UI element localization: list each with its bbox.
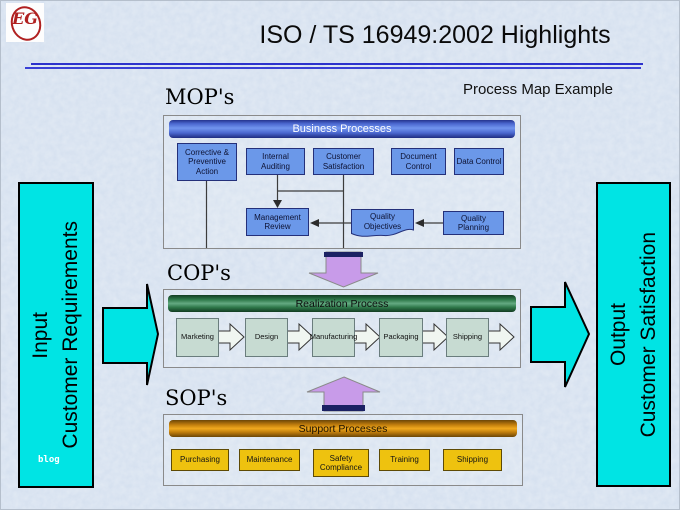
title-divider-line-2	[25, 67, 641, 69]
title-divider-line	[31, 63, 643, 65]
mop-label: MOP's	[165, 85, 235, 109]
watermark: blog	[38, 455, 60, 465]
realization-process-header: Realization Process	[168, 295, 516, 312]
document-shape-icon	[351, 209, 414, 237]
support-box-safety-compliance: Safety Compliance	[313, 449, 369, 477]
business-processes-header: Business Processes	[169, 120, 515, 138]
subtitle: Process Map Example	[462, 81, 614, 98]
output-label: Output	[606, 302, 630, 367]
sop-label: SOP's	[165, 386, 228, 410]
support-box-training: Training	[379, 449, 430, 471]
support-processes-header: Support Processes	[169, 420, 517, 437]
quality-objectives-label: Quality Objectives	[363, 212, 402, 231]
step-box-marketing: Marketing	[176, 318, 219, 357]
customer-satisfaction-label: Customer Satisfaction	[636, 231, 660, 438]
step-box-manufacturing: Manufacturing	[310, 318, 357, 357]
output-panel: Output Customer Satisfaction	[596, 182, 671, 487]
process-box-corrective-preventive-action: Corrective & Preventive Action	[177, 143, 237, 181]
support-box-shipping: Shipping	[443, 449, 502, 471]
process-box-data-control: Data Control	[454, 148, 504, 175]
step-box-design: Design	[245, 318, 288, 357]
input-label: Input	[29, 311, 52, 359]
process-box-customer-satisfaction: Customer Satisfaction	[313, 148, 374, 175]
support-box-maintenance: Maintenance	[239, 449, 300, 471]
process-box-quality-planning: Quality Planning	[443, 211, 504, 235]
cop-label: COP's	[167, 261, 231, 285]
company-logo: EG	[6, 2, 46, 45]
process-box-quality-objectives: Quality Objectives	[351, 209, 414, 239]
support-box-purchasing: Purchasing	[171, 449, 229, 471]
input-panel: Input Customer Requirements	[18, 182, 94, 488]
step-box-shipping: Shipping	[446, 318, 489, 357]
logo-monogram: EG	[12, 9, 38, 28]
customer-requirements-label: Customer Requirements	[59, 221, 82, 449]
page-title: ISO / TS 16949:2002 Highlights	[259, 21, 611, 49]
process-box-management-review: Management Review	[246, 208, 309, 236]
process-box-document-control: Document Control	[391, 148, 446, 175]
process-box-internal-auditing: Internal Auditing	[246, 148, 305, 175]
step-box-packaging: Packaging	[379, 318, 423, 357]
